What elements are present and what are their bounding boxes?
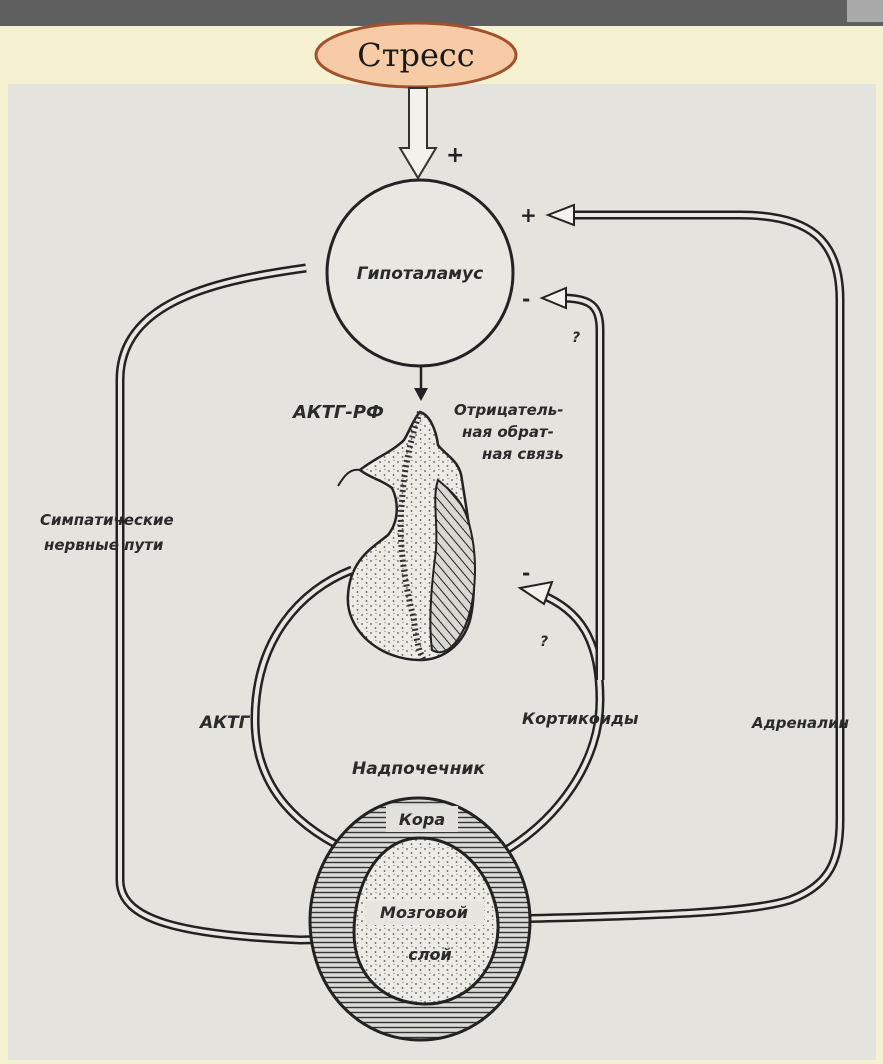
acth-path-outline [255,570,358,855]
negative-feedback-line-3: ная связь [482,445,564,463]
adrenaline-label: Адреналин [751,714,849,732]
adrenal-gland: Кора Мозговой слой [310,798,530,1040]
hypothalamus-minus-sign: - [522,287,530,311]
pituitary-minus-sign: - [522,561,530,585]
medulla-label-line-1: Мозговой [380,903,468,922]
acth-rf-arrowhead [414,388,428,401]
stress-node: Стресс [316,23,516,87]
sympathetic-line-1: Симпатические [40,511,174,529]
sympathetic-line-2: нервные пути [44,536,164,554]
negative-feedback-label: Отрицатель- ная обрат- ная связь [454,401,564,463]
acth-label: АКТГ [198,713,251,733]
cortex-label: Кора [399,810,445,829]
adrenaline-arrowhead [548,205,574,225]
medulla-label-line-2: слой [408,945,451,964]
pituitary-question-mark: ? [540,634,548,650]
sympathetic-label: Симпатические нервные пути [40,511,174,554]
hypothalamus-question-mark: ? [572,330,580,346]
stress-plus-sign: + [446,143,464,168]
adrenal-gland-label: Надпочечник [352,759,485,779]
hypothalamus-label: Гипоталамус [357,264,483,284]
stress-arrow [400,88,436,178]
hypothalamus-plus-sign: + [520,203,537,227]
negative-feedback-line-1: Отрицатель- [454,401,564,419]
acth-rf-label: АКТГ-РФ [291,402,384,423]
stress-label: Стресс [357,36,474,74]
adrenaline-path-outline [482,215,840,920]
adrenaline-path [482,215,840,920]
negative-feedback-line-2: ная обрат- [462,423,554,441]
corticoids-label: Кортикоиды [522,709,639,728]
feedback-arrowhead [542,288,566,308]
acth-path [255,570,358,855]
hypothalamus-node: Гипоталамус [327,180,513,366]
pituitary-gland [338,412,475,660]
